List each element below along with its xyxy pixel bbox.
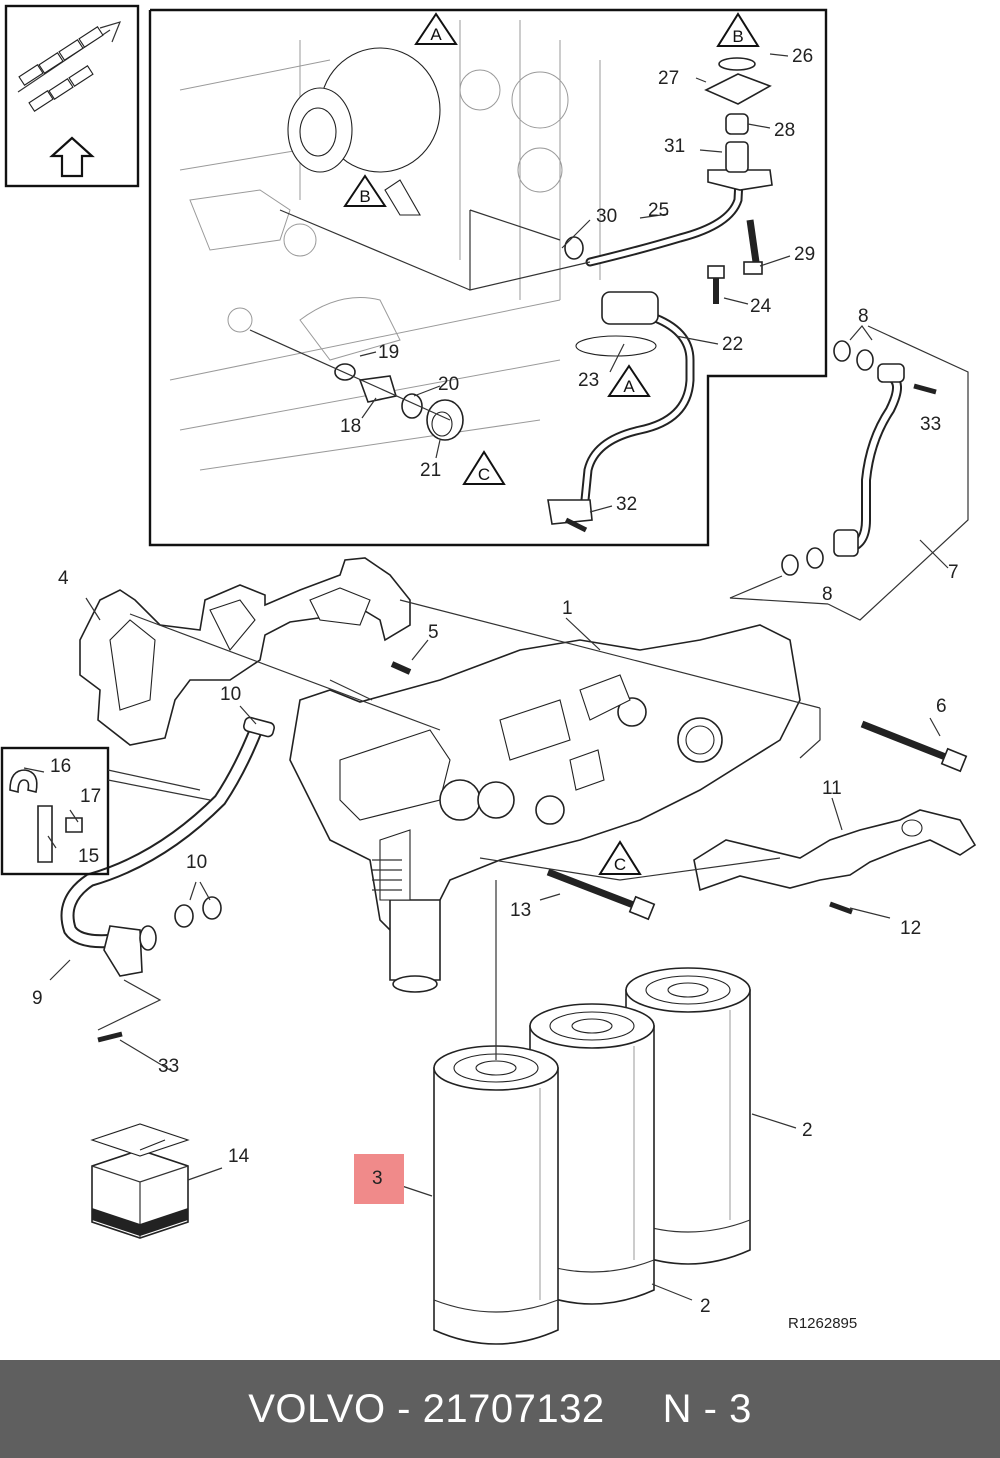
oil-return-pipe <box>547 291 695 525</box>
oil-housing-gasket <box>79 557 411 746</box>
callout-28: 28 <box>774 120 795 141</box>
oil-filter-rear <box>625 967 751 1265</box>
marker-a-top: A <box>414 12 458 45</box>
callout-8: 8 <box>858 306 869 327</box>
svg-text:A: A <box>623 377 635 396</box>
oil-filter-middle <box>529 1003 655 1305</box>
reference-code: R1262895 <box>788 1315 857 1332</box>
callout-13: 13 <box>510 900 531 921</box>
turbocharger <box>287 47 441 216</box>
marker-b-top: B <box>716 12 760 47</box>
callout-6: 6 <box>936 696 947 717</box>
callout-32: 32 <box>616 494 637 515</box>
callout-labels: 1 2 2 3 4 5 6 7 8 8 9 10 10 11 12 13 14 … <box>32 46 959 1317</box>
callout-26: 26 <box>792 46 813 67</box>
callout-8: 8 <box>822 584 833 605</box>
callout-20: 20 <box>438 374 459 395</box>
callout-18: 18 <box>340 416 361 437</box>
callout-30: 30 <box>596 206 617 227</box>
callout-2: 2 <box>700 1296 711 1317</box>
callout-10: 10 <box>186 852 207 873</box>
orientation-inset <box>4 4 140 188</box>
callout-17: 17 <box>80 786 101 807</box>
callout-33: 33 <box>158 1056 179 1077</box>
marker-c-housing: C <box>598 840 642 875</box>
callout-25: 25 <box>648 200 669 221</box>
coolant-hose <box>60 716 275 977</box>
callout-10: 10 <box>220 684 241 705</box>
svg-text:B: B <box>732 27 743 46</box>
callout-7: 7 <box>948 562 959 583</box>
callout-9: 9 <box>32 988 43 1009</box>
svg-text:C: C <box>614 855 626 874</box>
svg-text:C: C <box>478 465 490 484</box>
svg-text:A: A <box>430 25 442 44</box>
callout-27: 27 <box>658 68 679 89</box>
callout-12: 12 <box>900 918 921 939</box>
callout-23: 23 <box>578 370 599 391</box>
marker-c-pipe: C <box>462 450 506 485</box>
parts-diagram: A B B A C C <box>0 4 977 1345</box>
callout-4: 4 <box>58 568 69 589</box>
heat-shield-bracket <box>693 809 977 892</box>
svg-text:B: B <box>359 187 370 206</box>
forward-arrow-icon <box>49 136 95 178</box>
callout-3: 3 <box>372 1168 383 1189</box>
callout-31: 31 <box>664 136 685 157</box>
callout-1: 1 <box>562 598 573 619</box>
callout-15: 15 <box>78 846 99 867</box>
callout-11: 11 <box>822 778 842 799</box>
clamp-detail-inset <box>0 746 211 876</box>
callout-24: 24 <box>750 296 772 317</box>
callout-22: 22 <box>722 334 743 355</box>
engine-orientation-icon <box>17 21 122 112</box>
oil-filter-housing <box>289 624 801 993</box>
callout-33: 33 <box>920 414 941 435</box>
selected-part-highlight <box>354 1154 404 1204</box>
footer-part-number: VOLVO - 21707132 N - 3 <box>248 1386 752 1431</box>
marker-a-pipe: A <box>607 364 651 397</box>
callout-19: 19 <box>378 342 399 363</box>
callout-14: 14 <box>228 1146 250 1167</box>
coolant-pipe-assembly <box>729 325 969 621</box>
turbo-oil-line-detail <box>148 8 828 547</box>
callout-2: 2 <box>802 1120 813 1141</box>
callout-16: 16 <box>50 756 71 777</box>
fasteners <box>97 661 968 1043</box>
part-number-footer: VOLVO - 21707132 N - 3 <box>0 1360 1000 1458</box>
consumables-box <box>90 1123 190 1239</box>
marker-b-turbo: B <box>343 174 387 207</box>
callout-29: 29 <box>794 244 815 265</box>
oil-feed-pipe <box>585 155 745 267</box>
oil-filter-front <box>433 880 559 1345</box>
callout-21: 21 <box>420 460 441 481</box>
callout-5: 5 <box>428 622 439 643</box>
engine-block-outline <box>169 20 601 471</box>
